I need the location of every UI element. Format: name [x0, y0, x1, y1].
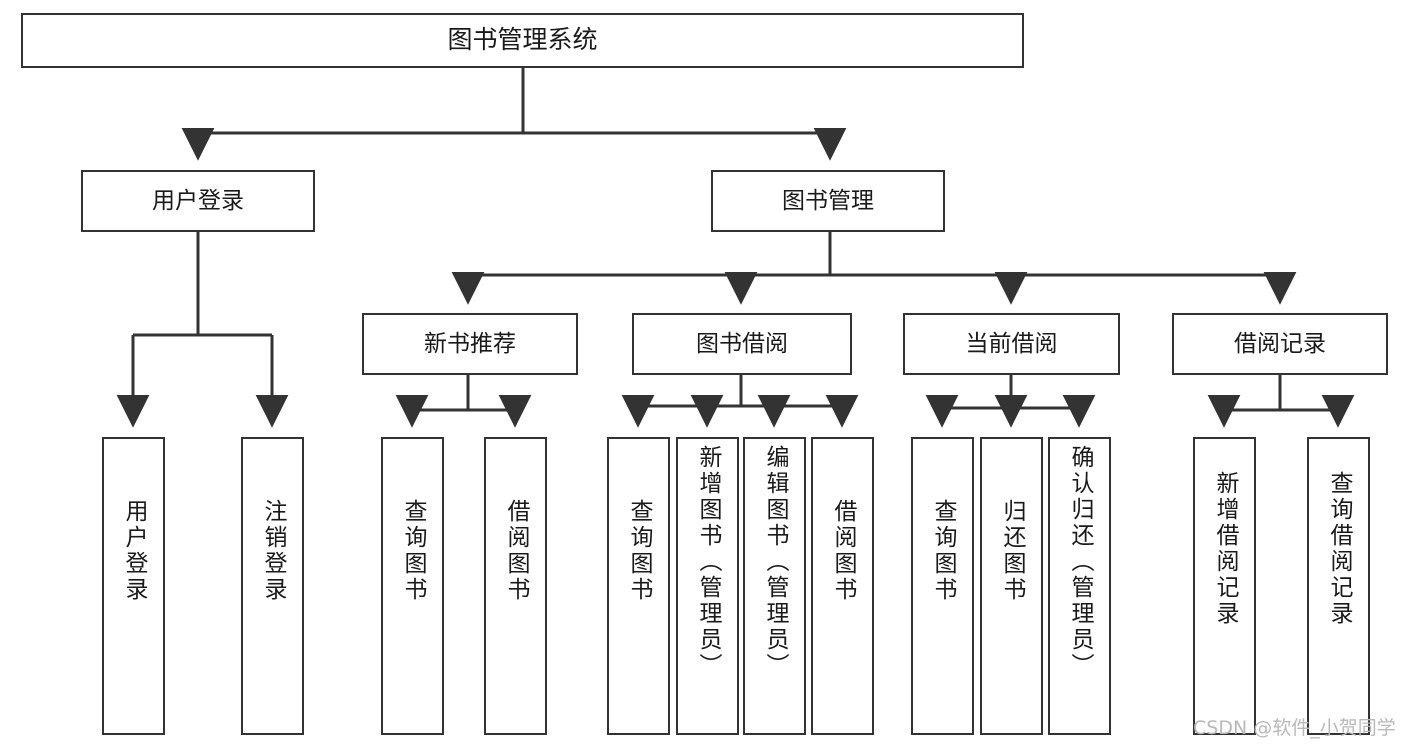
- leaf-recommend-query-book[interactable]: 查询图书: [381, 437, 444, 735]
- node-label: 借阅图书: [503, 499, 529, 603]
- node-label: 新增借阅记录: [1212, 471, 1238, 627]
- node-current-borrow[interactable]: 当前借阅: [903, 313, 1120, 375]
- node-label: 借阅记录: [1234, 330, 1326, 357]
- node-label: 图书借阅: [696, 330, 788, 357]
- leaf-current-confirm-return-admin[interactable]: 确认归还（管理员）: [1048, 437, 1111, 735]
- node-root-system[interactable]: 图书管理系统: [21, 13, 1024, 68]
- leaf-recommend-borrow-book[interactable]: 借阅图书: [484, 437, 547, 735]
- leaf-borrow-query-book[interactable]: 查询图书: [607, 437, 670, 735]
- leaf-current-return-book[interactable]: 归还图书: [980, 437, 1043, 735]
- node-label: 查询图书: [400, 499, 426, 603]
- node-label: 图书管理: [782, 187, 874, 214]
- node-label: 查询图书: [626, 499, 652, 603]
- node-label: 编辑图书（管理员）: [762, 445, 788, 679]
- leaf-user-login-logout[interactable]: 注销登录: [241, 437, 304, 735]
- node-label: 确认归还（管理员）: [1067, 445, 1093, 679]
- leaf-current-query-book[interactable]: 查询图书: [911, 437, 974, 735]
- leaf-borrow-borrow-book[interactable]: 借阅图书: [811, 437, 874, 735]
- node-label: 查询图书: [930, 499, 956, 603]
- node-label: 图书管理系统: [447, 25, 598, 55]
- node-label: 注销登录: [260, 499, 286, 603]
- leaf-record-query-record[interactable]: 查询借阅记录: [1307, 437, 1370, 735]
- leaf-borrow-add-book-admin[interactable]: 新增图书（管理员）: [676, 437, 739, 735]
- node-label: 用户登录: [121, 499, 147, 603]
- node-new-book-recommend[interactable]: 新书推荐: [362, 313, 578, 375]
- node-borrow-record[interactable]: 借阅记录: [1172, 313, 1388, 375]
- node-label: 新书推荐: [424, 330, 516, 357]
- leaf-borrow-edit-book-admin[interactable]: 编辑图书（管理员）: [743, 437, 806, 735]
- node-label: 归还图书: [999, 499, 1025, 603]
- node-book-management[interactable]: 图书管理: [711, 170, 945, 232]
- leaf-user-login-login[interactable]: 用户登录: [102, 437, 165, 735]
- node-label: 借阅图书: [830, 499, 856, 603]
- node-user-login[interactable]: 用户登录: [81, 170, 315, 232]
- node-book-borrow[interactable]: 图书借阅: [632, 313, 852, 375]
- node-label: 用户登录: [152, 187, 244, 214]
- node-label: 新增图书（管理员）: [695, 445, 721, 679]
- node-label: 当前借阅: [965, 330, 1058, 357]
- watermark-csdn: CSDN @软件_小贺同学: [1193, 717, 1396, 739]
- node-label: 查询借阅记录: [1326, 471, 1352, 627]
- leaf-record-add-record[interactable]: 新增借阅记录: [1193, 437, 1256, 735]
